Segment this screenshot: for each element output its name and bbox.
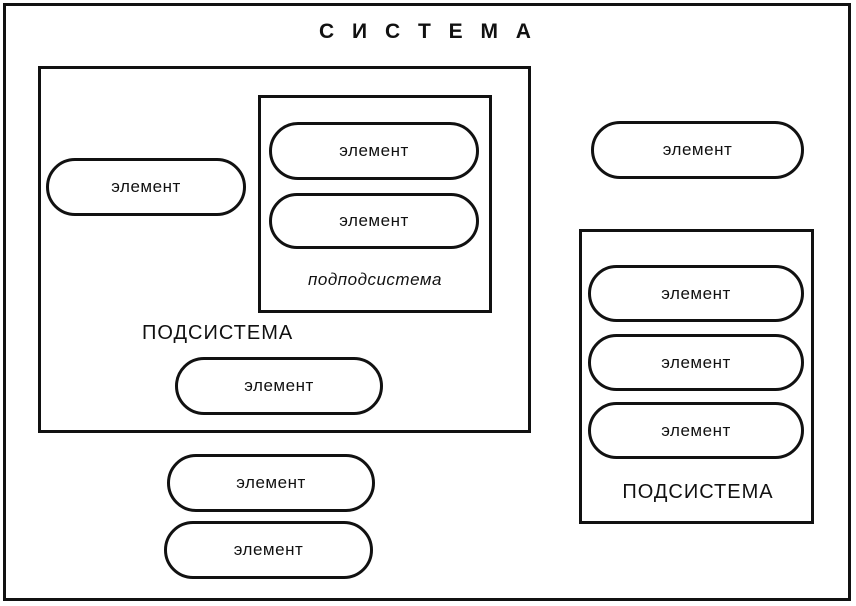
subsystem-right-element-b: элемент [588,334,804,391]
subsubsystem-element-b: элемент [269,193,479,249]
system-element-bottom-b: элемент [164,521,373,579]
subsystem-right-element-c: элемент [588,402,804,459]
subsystem-left-element-a: элемент [46,158,246,216]
subsubsystem-element-a: элемент [269,122,479,180]
subsystem-left-label: ПОДСИСТЕМА [142,322,294,344]
subsystem-right-label: ПОДСИСТЕМА [622,481,774,503]
system-element-top-right: элемент [591,121,804,179]
subsubsystem-label: подподсистема [308,270,442,289]
subsystem-right-element-a: элемент [588,265,804,322]
subsystem-left-element-b: элемент [175,357,383,415]
system-title: С И С Т Е М А [319,20,537,43]
system-element-bottom-a: элемент [167,454,375,512]
